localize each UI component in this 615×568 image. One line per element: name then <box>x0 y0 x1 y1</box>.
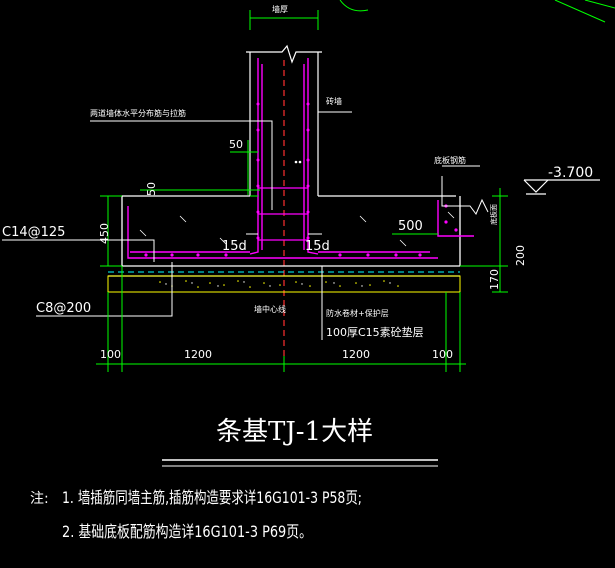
elevation-label: -3.700 <box>548 165 593 181</box>
wall-rebar-dots <box>256 102 310 240</box>
dim-bottom-2: 1200 <box>342 348 370 361</box>
rebar-bottom-leader <box>36 262 173 317</box>
slab-edge-box <box>441 176 489 215</box>
rebar-top-leader <box>2 239 155 262</box>
wall-rebar-note-leader <box>90 120 273 210</box>
note-line-2: 2. 基础底板配筋构造详16G101-3 P69页。 <box>62 522 312 541</box>
wall-thickness-label: 墙厚 <box>272 4 288 14</box>
wall-ties <box>258 187 308 241</box>
cushion-layer <box>107 275 461 293</box>
anchor-left-label: 15d <box>222 239 247 254</box>
dim-200: 200 <box>514 245 527 266</box>
cushion-speckle <box>159 280 399 288</box>
wall-tie-dots <box>294 160 302 164</box>
wall-vertical-rebars <box>249 58 319 255</box>
note-line-1: 1. 墙插筋同墙主筋,插筋构造要求详16G101-3 P58页; <box>62 488 362 507</box>
notes-prefix: 注: <box>30 491 49 507</box>
footing-rebar-dots <box>144 204 458 257</box>
waterproof-label: 防水卷材+保护层 <box>326 308 389 318</box>
wall-rebar-note: 两道墙体水平分布筋与拉筋 <box>90 108 186 118</box>
dim-50-upper <box>230 140 258 195</box>
corner-arc <box>339 0 615 23</box>
footing-outline <box>121 195 461 267</box>
wall-thickness-dimension <box>249 10 319 30</box>
dim-50-a: 50 <box>229 138 243 151</box>
axis-label: 墙中心线 <box>254 304 286 314</box>
bottom-dimension-line <box>96 266 466 372</box>
rebar-top-label: C14@125 <box>2 225 65 240</box>
dim-50-lower <box>140 189 260 197</box>
brick-wall-outline <box>246 44 322 360</box>
dim-bottom-0: 100 <box>100 348 121 361</box>
footing-hatch <box>139 211 455 247</box>
cushion-label: 100厚C15素砼垫层 <box>326 325 424 339</box>
dim-450-line <box>100 195 122 267</box>
dim-bottom-3: 100 <box>432 348 453 361</box>
cushion-speckle-white <box>165 281 391 287</box>
right-dimension-lines <box>460 188 508 293</box>
wall-label: 砖墙 <box>326 96 342 106</box>
drawing-title: 条基TJ-1大样 <box>216 417 373 447</box>
slab-side-label: 底板面 <box>489 204 498 225</box>
dim-bottom-1: 1200 <box>184 348 212 361</box>
slab-rebar-label: 底板钢筋 <box>434 155 466 165</box>
elevation-mark <box>523 179 600 195</box>
dim-50-b: 50 <box>145 182 158 196</box>
rebar-bottom-label: C8@200 <box>36 301 91 316</box>
footing-rebars <box>127 200 474 259</box>
dim-170: 170 <box>488 269 501 290</box>
dim-500: 500 <box>398 219 423 234</box>
dim-450: 450 <box>98 223 111 244</box>
anchor-right-label: 15d <box>305 239 330 254</box>
